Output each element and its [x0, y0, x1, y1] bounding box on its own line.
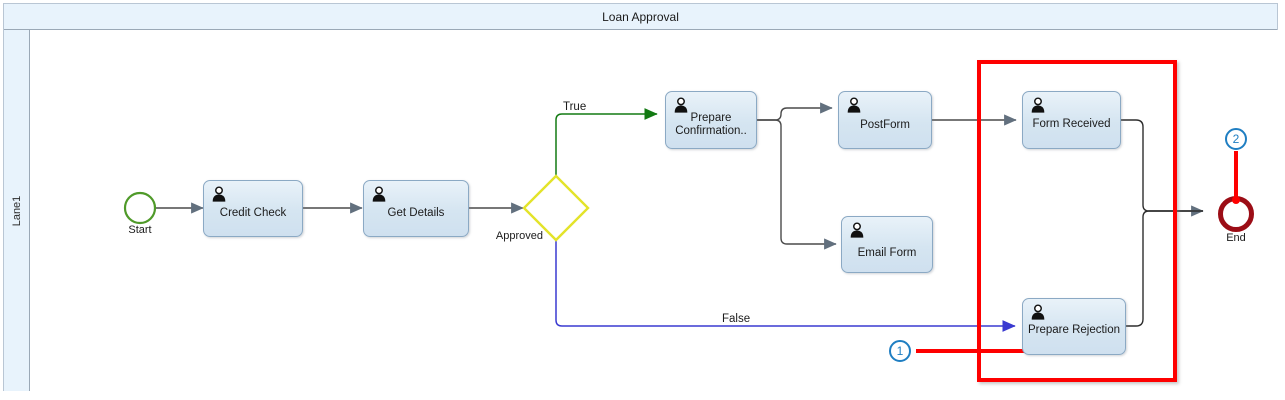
- task-label: Prepare Confirmation..: [675, 112, 747, 137]
- user-task-icon: [847, 97, 861, 113]
- user-task-icon: [850, 222, 864, 238]
- task-label: PostForm: [860, 119, 910, 131]
- task-label: Email Form: [857, 247, 917, 259]
- flow-label-false: False: [722, 313, 751, 325]
- user-task-icon: [674, 97, 688, 113]
- user-task-icon: [1031, 97, 1045, 113]
- flow-true-to-prepare-confirmation: [555, 108, 658, 178]
- user-task-icon: [212, 186, 226, 202]
- task-prepare-rejection[interactable]: Prepare Rejection: [1022, 298, 1126, 355]
- pool-title: Loan Approval: [602, 9, 679, 24]
- pool-title-bar: Loan Approval: [4, 4, 1277, 30]
- task-postform[interactable]: PostForm: [838, 91, 932, 149]
- gateway-label: Approved: [495, 230, 543, 242]
- task-label: Prepare Rejection: [1027, 324, 1121, 336]
- task-label: Get Details: [387, 207, 445, 219]
- flow-false-to-prepare-rejection: [555, 238, 1016, 332]
- task-prepare-confirmation[interactable]: Prepare Confirmation..: [665, 91, 757, 149]
- annotation-2-anchor-dot: [1232, 196, 1240, 204]
- user-task-icon: [1031, 304, 1045, 320]
- flow-prepare-confirmation-to-email-form: [757, 119, 837, 250]
- task-email-form[interactable]: Email Form: [841, 216, 933, 273]
- user-task-icon: [372, 186, 386, 202]
- lane-header: Lane1: [4, 30, 30, 391]
- task-label: Form Received: [1032, 118, 1111, 130]
- start-event-label: Start: [128, 224, 152, 236]
- gateway-approved-diamond: [522, 174, 590, 242]
- end-event-label: End: [1226, 232, 1246, 244]
- task-form-received[interactable]: Form Received: [1022, 91, 1121, 149]
- annotation-callout-2: 2: [1225, 128, 1247, 150]
- flow-label-true: True: [563, 101, 587, 113]
- flow-prepare-confirmation-to-postform: [757, 102, 833, 121]
- start-event-circle: [123, 191, 157, 225]
- task-label: Credit Check: [219, 207, 287, 219]
- task-credit-check[interactable]: Credit Check: [203, 180, 303, 237]
- task-get-details[interactable]: Get Details: [363, 180, 469, 237]
- highlight-rectangle: [977, 60, 1177, 382]
- annotation-callout-1: 1: [889, 340, 911, 362]
- flow-prepare-rejection-to-end: [1126, 210, 1203, 327]
